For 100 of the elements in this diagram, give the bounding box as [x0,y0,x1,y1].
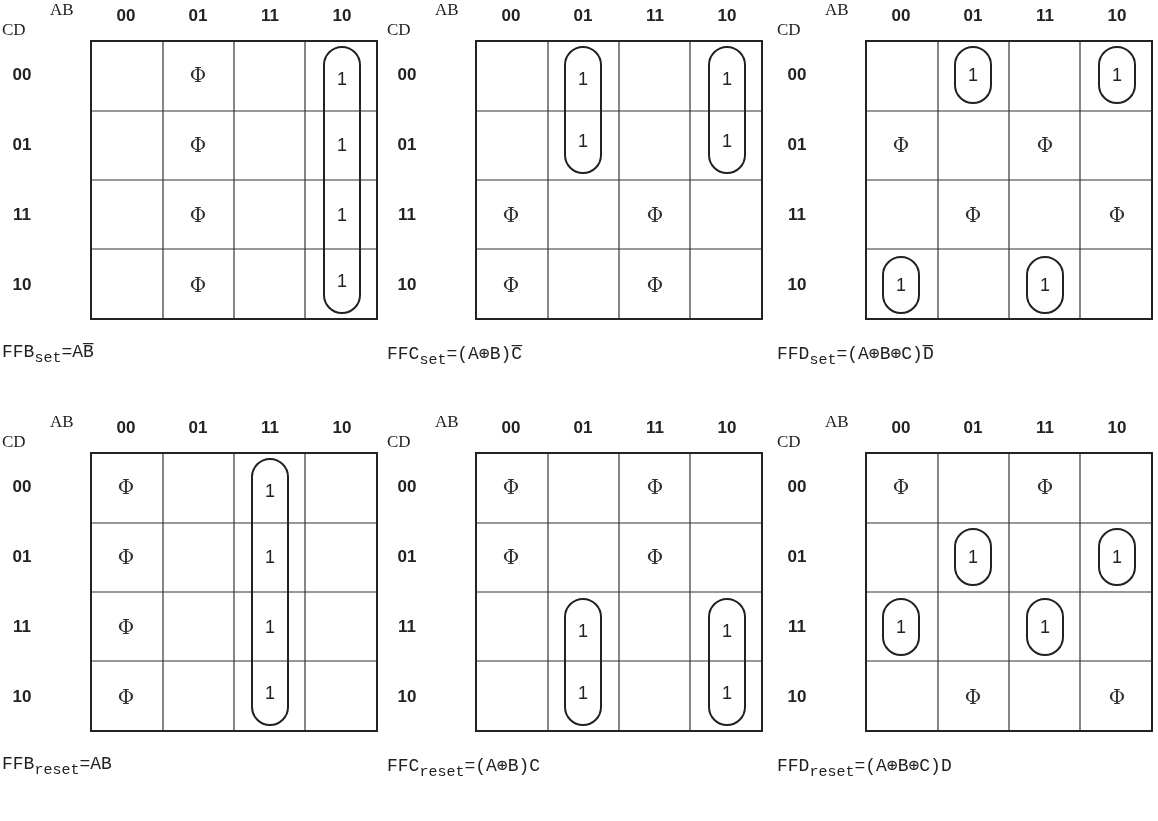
column-header: 01 [188,418,208,438]
one-mark: 1 [967,545,979,569]
equation: FFB$_{reset}$=AB [2,754,112,779]
one-mark: 1 [895,615,907,639]
karnaugh-map-grid [90,40,378,320]
axis-label: CD [387,20,411,40]
grouping-loop [323,46,361,314]
dont-care-mark: Φ [1108,685,1126,709]
axis-label: AB [50,0,74,20]
dont-care-mark: Φ [502,545,520,569]
one-mark: 1 [721,619,733,643]
row-header: 01 [397,135,417,155]
column-header: 10 [332,6,352,26]
row-header: 10 [397,275,417,295]
row-header: 11 [13,617,31,637]
grouping-loop [882,598,920,656]
column-header: 01 [188,6,208,26]
dont-care-mark: Φ [964,203,982,227]
one-mark: 1 [1111,63,1123,87]
axis-label: AB [825,0,849,20]
dont-care-mark: Φ [189,203,207,227]
row-header: 11 [788,617,806,637]
row-header: 00 [787,65,807,85]
grouping-loop [564,46,602,174]
grouping-loop [954,528,992,586]
row-header: 10 [12,687,32,707]
column-header: 01 [573,6,593,26]
column-header: 11 [261,418,279,438]
grouping-loop [251,458,289,726]
column-header: 01 [963,6,983,26]
axis-label: CD [2,20,26,40]
row-header: 10 [787,687,807,707]
grouping-loop [954,46,992,104]
column-header: 10 [1107,6,1127,26]
row-header: 00 [397,477,417,497]
dont-care-mark: Φ [502,273,520,297]
grouping-loop [1026,256,1064,314]
row-header: 11 [788,205,806,225]
karnaugh-map-grid [475,40,763,320]
column-header: 11 [646,6,664,26]
one-mark: 1 [336,67,348,91]
row-header: 11 [13,205,31,225]
row-header: 01 [787,135,807,155]
dont-care-mark: Φ [646,545,664,569]
equation: FFB$_{set}$=AB̅ [2,342,94,367]
column-header: 10 [1107,418,1127,438]
dont-care-mark: Φ [1036,133,1054,157]
karnaugh-map-grid [90,452,378,732]
row-header: 10 [397,687,417,707]
column-header: 11 [1036,418,1054,438]
karnaugh-map-grid [865,40,1153,320]
dont-care-mark: Φ [892,475,910,499]
dont-care-mark: Φ [502,475,520,499]
one-mark: 1 [264,681,276,705]
dont-care-mark: Φ [117,545,135,569]
dont-care-mark: Φ [117,685,135,709]
column-header: 01 [573,418,593,438]
karnaugh-map-grid [865,452,1153,732]
axis-label: AB [435,412,459,432]
one-mark: 1 [721,67,733,91]
grouping-loop [1026,598,1064,656]
dont-care-mark: Φ [1036,475,1054,499]
grouping-loop [1098,528,1136,586]
one-mark: 1 [1039,273,1051,297]
equation: FFC$_{set}$=(A⊕B)C̅ [387,343,523,369]
dont-care-mark: Φ [646,203,664,227]
one-mark: 1 [264,545,276,569]
row-header: 01 [397,547,417,567]
column-header: 00 [116,418,136,438]
row-header: 01 [12,135,32,155]
column-header: 00 [501,6,521,26]
axis-label: CD [387,432,411,452]
axis-label: AB [435,0,459,20]
column-header: 11 [1036,6,1054,26]
column-header: 01 [963,418,983,438]
one-mark: 1 [336,203,348,227]
dont-care-mark: Φ [189,133,207,157]
row-header: 01 [787,547,807,567]
dont-care-mark: Φ [892,133,910,157]
column-header: 00 [891,418,911,438]
row-header: 01 [12,547,32,567]
dont-care-mark: Φ [117,615,135,639]
one-mark: 1 [895,273,907,297]
row-header: 10 [12,275,32,295]
one-mark: 1 [264,479,276,503]
row-header: 00 [12,477,32,497]
dont-care-mark: Φ [189,273,207,297]
one-mark: 1 [1039,615,1051,639]
row-header: 00 [787,477,807,497]
one-mark: 1 [577,67,589,91]
one-mark: 1 [336,269,348,293]
dont-care-mark: Φ [117,475,135,499]
dont-care-mark: Φ [1108,203,1126,227]
one-mark: 1 [1111,545,1123,569]
axis-label: CD [777,432,801,452]
one-mark: 1 [577,619,589,643]
one-mark: 1 [336,133,348,157]
row-header: 10 [787,275,807,295]
row-header: 11 [398,617,416,637]
dont-care-mark: Φ [189,63,207,87]
